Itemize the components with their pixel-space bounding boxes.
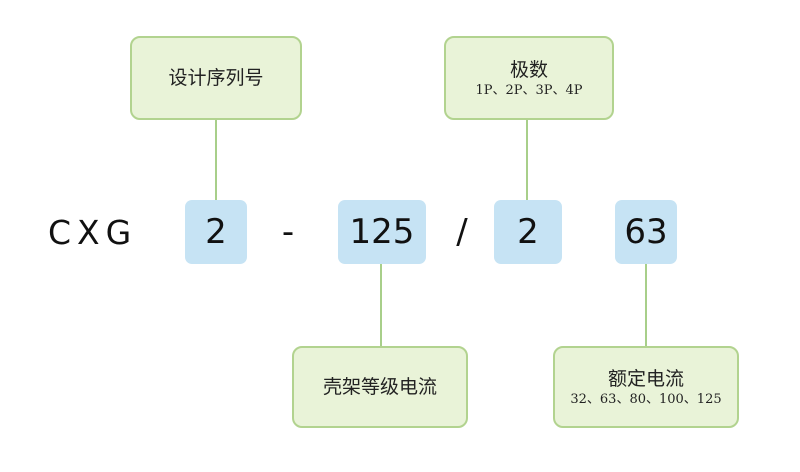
connector-poles [526, 118, 528, 202]
label-poles-title: 极数 [509, 58, 548, 81]
connector-rated-current [645, 262, 647, 348]
label-frame-current: 壳架等级电流 [292, 346, 468, 428]
label-rated-current-options: 32、63、80、100、125 [570, 391, 722, 407]
label-design-serial-title: 设计序列号 [168, 67, 264, 89]
code-frame-current: 125 [338, 200, 426, 264]
separator-slash: / [456, 212, 468, 252]
label-frame-current-title: 壳架等级电流 [322, 376, 437, 398]
connector-frame-current [380, 262, 382, 348]
label-rated-current: 额定电流 32、63、80、100、125 [553, 346, 739, 428]
model-prefix: CXG [48, 212, 138, 252]
label-design-serial: 设计序列号 [130, 36, 302, 120]
label-rated-current-title: 额定电流 [607, 367, 684, 390]
code-design-serial: 2 [185, 200, 247, 264]
code-poles: 2 [494, 200, 562, 264]
label-poles-options: 1P、2P、3P、4P [475, 82, 583, 98]
separator-dash: - [281, 212, 295, 252]
connector-design-serial [215, 118, 217, 202]
label-poles: 极数 1P、2P、3P、4P [444, 36, 614, 120]
code-rated-current: 63 [615, 200, 677, 264]
